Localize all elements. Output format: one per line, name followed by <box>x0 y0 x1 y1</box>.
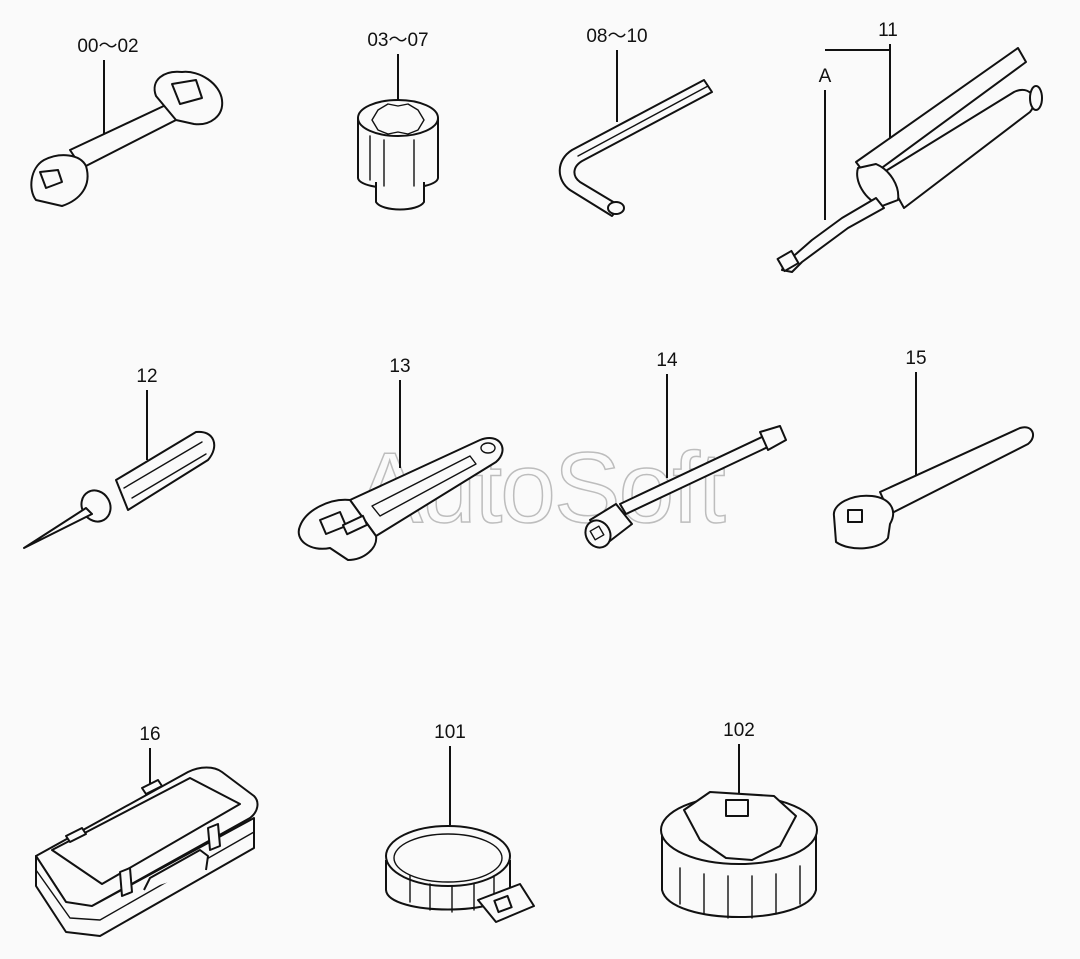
grease-gun-head <box>856 163 900 207</box>
hex-key-body <box>558 79 713 217</box>
ratchet-head <box>832 494 895 550</box>
screwdriver-blade <box>23 507 93 549</box>
part-14-extension-bar[interactable]: 14 <box>581 350 787 552</box>
grease-gun-hose <box>781 197 885 273</box>
label-15: 15 <box>905 348 926 369</box>
cap-wrench-square <box>725 799 749 817</box>
screwdriver-handle <box>115 430 216 511</box>
part-12-screwdriver[interactable]: 12 <box>23 366 216 549</box>
label-A: A <box>819 66 832 87</box>
part-16-tool-box[interactable]: 16 <box>35 724 259 937</box>
part-08-10-hex-key[interactable]: 08～10 <box>558 26 713 217</box>
label-13: 13 <box>389 356 410 377</box>
label-101: 101 <box>434 722 466 743</box>
socket-top <box>357 99 439 137</box>
part-03-07-socket[interactable]: 03～07 <box>357 30 439 211</box>
part-101-filter-wrench[interactable]: 101 <box>385 722 535 923</box>
label-11: 11 <box>878 20 898 41</box>
part-00-02-wrench[interactable]: 00～02 <box>30 36 224 207</box>
tool-box-lid-panel <box>51 777 241 885</box>
label-03-07: 03～07 <box>367 30 428 51</box>
part-11-grease-gun[interactable]: 11 A <box>776 20 1043 273</box>
label-16: 16 <box>139 724 160 745</box>
ratchet-drive <box>847 509 863 523</box>
part-102-cap-wrench[interactable]: 102 <box>660 720 818 919</box>
label-00-02: 00～02 <box>77 36 138 57</box>
label-12: 12 <box>136 366 157 387</box>
label-14: 14 <box>656 350 678 371</box>
screwdriver-bolster <box>80 489 112 523</box>
part-15-ratchet-handle[interactable]: 15 <box>832 348 1035 550</box>
wrench-handle <box>69 103 177 169</box>
ratchet-shaft <box>879 426 1035 515</box>
filter-wrench-rim <box>385 825 511 887</box>
tool-box-base <box>35 817 255 937</box>
tool-box-latch-left <box>119 867 133 897</box>
tool-box-handle <box>143 849 209 891</box>
filter-wrench-square <box>493 894 513 914</box>
part-13-adjustable-wrench[interactable]: 13 <box>297 356 504 561</box>
adjustable-wrench-worm <box>341 514 369 536</box>
label-102: 102 <box>723 720 755 741</box>
label-08-10: 08～10 <box>586 26 647 47</box>
socket-twelve-point <box>371 103 425 135</box>
cap-wrench-bridge <box>683 791 797 861</box>
tool-box-latch-right <box>207 823 221 851</box>
